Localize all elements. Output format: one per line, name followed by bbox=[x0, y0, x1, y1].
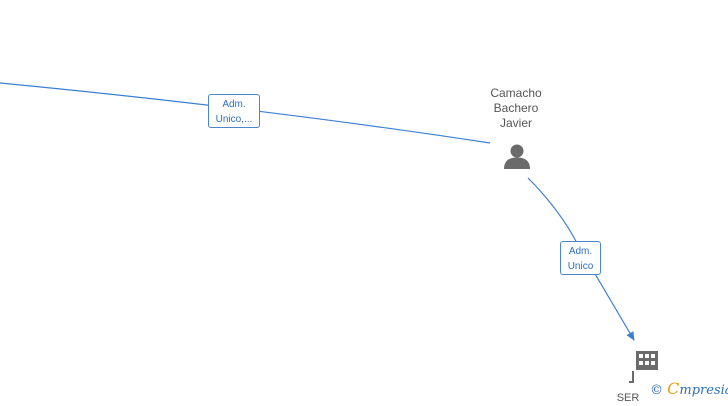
person-name-line1: Camacho bbox=[490, 86, 542, 100]
person-icon[interactable] bbox=[504, 144, 530, 170]
building-icon[interactable] bbox=[629, 351, 658, 383]
edge-label-right-line1: Adm. bbox=[568, 246, 593, 257]
edge-label-top-line1: Adm. bbox=[222, 99, 246, 110]
person-name-line3: Javier bbox=[499, 116, 532, 130]
edge-label-right-line2: Unico bbox=[567, 261, 594, 272]
edge-label-top-line2: Unico,... bbox=[215, 114, 253, 125]
empresia-watermark: © Cmpresia bbox=[650, 379, 728, 398]
company-node-label[interactable]: SER bbox=[608, 391, 648, 406]
person-name-line2: Bachero bbox=[493, 101, 539, 115]
company-name: SER bbox=[616, 392, 640, 404]
brand-initial: C bbox=[667, 379, 680, 398]
edge-label-top[interactable]: Adm. Unico,... bbox=[208, 94, 260, 128]
copyright-symbol: © bbox=[650, 383, 663, 398]
person-node-label[interactable]: Camacho Bachero Javier bbox=[476, 86, 556, 131]
edge-label-right[interactable]: Adm. Unico bbox=[560, 241, 601, 275]
brand-name: mpresia bbox=[679, 383, 728, 398]
